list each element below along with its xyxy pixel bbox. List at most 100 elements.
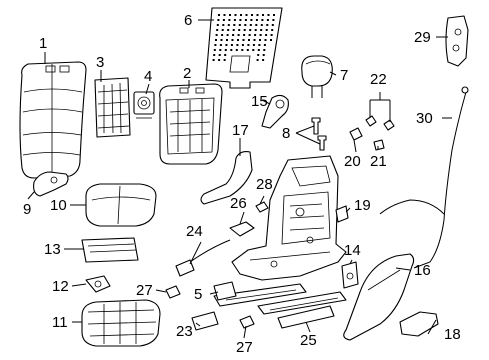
perforation-hole [235, 49, 238, 51]
perforation-hole [223, 59, 226, 61]
perforation-hole [212, 59, 215, 61]
perforation-hole [266, 19, 269, 21]
perforation-hole [256, 59, 259, 61]
perforation-hole [230, 49, 233, 51]
perforation-hole [272, 19, 275, 21]
perforation-hole [218, 59, 221, 61]
perforation-hole [232, 29, 235, 31]
callout-8: 8 [282, 125, 290, 142]
part-10-seat-cushion [85, 183, 157, 227]
callout-9: 9 [23, 201, 31, 218]
perforation-hole [246, 49, 249, 51]
perforation-hole [252, 49, 255, 51]
perforation-hole [254, 34, 257, 36]
callout-5: 5 [194, 286, 202, 303]
perforation-hole [271, 24, 274, 26]
perforation-hole [218, 14, 220, 16]
part-3-heater-pad [94, 77, 131, 138]
perforation-hole [219, 49, 222, 51]
perforation-hole [215, 39, 217, 41]
callout-10: 10 [50, 197, 67, 214]
perforation-hole [260, 24, 263, 26]
perforation-hole [250, 19, 253, 21]
perforation-hole [262, 54, 265, 56]
perforation-hole [263, 49, 266, 51]
part-2-seatback-frame [159, 83, 223, 165]
callout-30: 30 [416, 110, 433, 127]
perforation-hole [226, 39, 228, 41]
callout-29: 29 [414, 29, 431, 46]
part-23-bracket [191, 311, 219, 331]
perforation-hole [215, 34, 218, 36]
perforation-hole [228, 19, 231, 21]
perforation-hole [244, 19, 247, 21]
perforation-hole [213, 49, 216, 51]
callout-1: 1 [39, 35, 47, 52]
callout-24: 24 [186, 223, 203, 240]
perforation-hole [255, 19, 258, 21]
callout-16: 16 [414, 262, 431, 279]
perforation-hole [262, 14, 264, 16]
perforation-hole [258, 44, 261, 46]
callout-27-lower: 27 [236, 339, 253, 356]
callout-25: 25 [300, 332, 317, 349]
perforation-hole [248, 34, 251, 36]
callout-23: 23 [176, 323, 193, 340]
part-13-heater-mat [81, 237, 139, 263]
callout-28: 28 [256, 176, 273, 193]
part-18-switch-cover [399, 311, 439, 337]
perforation-hole [251, 14, 253, 16]
perforation-hole [227, 24, 230, 26]
perforation-hole [265, 34, 268, 36]
callout-20: 20 [344, 153, 361, 170]
perforation-hole [238, 24, 241, 26]
perforation-hole [267, 14, 270, 16]
perforation-hole [247, 44, 250, 46]
perforation-hole [266, 24, 269, 26]
part-17-side-trim [200, 151, 253, 205]
part-1-seatback-cover [19, 61, 87, 179]
perforation-hole [240, 14, 242, 16]
part-30-cable [379, 86, 469, 269]
perforation-hole [224, 49, 227, 51]
perforation-hole [231, 39, 234, 41]
perforation-hole [226, 34, 229, 36]
perforation-hole [253, 39, 256, 41]
seat-rails [213, 283, 347, 315]
perforation-hole [221, 34, 224, 36]
perforation-hole [222, 24, 225, 26]
perforation-hole [252, 44, 255, 46]
callout-labels: 1 2 3 4 5 6 7 8 9 10 11 12 13 14 15 16 1… [23, 12, 461, 356]
perforation-hole [270, 39, 272, 41]
callout-18: 18 [444, 326, 461, 343]
perforation-hole [227, 29, 230, 31]
perforation-hole [259, 39, 261, 41]
perforation-hole [222, 19, 225, 21]
perforation-hole [271, 29, 274, 31]
perforation-hole [224, 54, 227, 56]
callout-26: 26 [230, 195, 247, 212]
perforation-hole [265, 29, 268, 31]
perforation-hole [237, 34, 240, 36]
part-25-rail-cover [277, 305, 335, 329]
perforation-hole [254, 29, 257, 31]
part-27-clip-lower [239, 315, 255, 329]
perforation-hole [239, 19, 242, 21]
perforation-hole [255, 24, 258, 26]
perforation-hole [260, 29, 263, 31]
callout-4: 4 [144, 68, 152, 85]
part-7-headrest [301, 55, 333, 98]
perforation-hole [216, 24, 219, 26]
perforation-hole [217, 19, 220, 21]
part-20-clip [349, 127, 363, 141]
callout-14: 14 [344, 242, 361, 259]
perforation-hole [233, 19, 236, 21]
perforation-hole [248, 39, 250, 41]
perforation-hole [219, 44, 222, 46]
perforation-hole [245, 14, 248, 16]
perforation-hole [262, 59, 265, 61]
perforation-hole [270, 34, 273, 36]
perforation-hole [241, 49, 244, 51]
perforation-hole [221, 29, 224, 31]
perforation-hole [261, 19, 264, 21]
